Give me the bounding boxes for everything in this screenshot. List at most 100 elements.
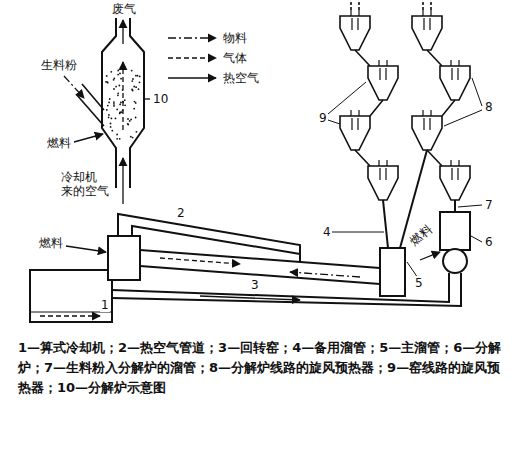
- drawing-circle: [115, 118, 117, 120]
- drawing-circle: [135, 117, 137, 119]
- drawing-circle: [119, 138, 121, 140]
- drawing-circle: [127, 124, 129, 126]
- drawing-circle: [131, 89, 133, 91]
- drawing-circle: [107, 105, 109, 107]
- drawing-circle: [443, 249, 467, 273]
- drawing-circle: [135, 86, 137, 88]
- drawing-rect: [108, 236, 140, 280]
- drawing-path: [454, 200, 456, 212]
- drawing-path: [160, 258, 240, 264]
- drawing-circle: [133, 108, 135, 110]
- drawing-circle: [117, 74, 119, 76]
- drawing-circle: [116, 138, 118, 140]
- flow-arrows: [40, 246, 440, 316]
- callout-number: 1: [100, 298, 110, 312]
- drawing-circle: [111, 118, 113, 120]
- callout-number: 8: [484, 100, 494, 114]
- drawing-circle: [131, 70, 133, 72]
- drawing-circle: [130, 119, 132, 121]
- drawing-circle: [116, 134, 118, 136]
- drawing-path: [122, 158, 123, 204]
- drawing-circle: [120, 78, 122, 80]
- drawing-path: [112, 273, 461, 306]
- drawing-path: [76, 84, 104, 126]
- drawing-circle: [135, 102, 137, 104]
- caption: 1—箅式冷却机；2—热空气管道；3—回转窑；4—备用溜管；5—主溜管；6—分解炉…: [18, 338, 508, 398]
- drawing-use: [440, 60, 470, 100]
- drawing-path: [458, 205, 482, 207]
- drawing-circle: [130, 136, 132, 138]
- drawing-circle: [108, 116, 110, 118]
- drawing-circle: [129, 120, 131, 122]
- drawing-circle: [108, 114, 110, 116]
- drawing-use: [340, 10, 370, 50]
- legend-text: 热空气: [222, 71, 260, 85]
- drawing-path: [118, 214, 300, 262]
- drawing-circle: [110, 71, 112, 73]
- drawing-g: [351, 2, 455, 166]
- drawing-circle: [107, 82, 109, 84]
- drawing-circle: [116, 109, 118, 111]
- drawing-circle: [139, 76, 141, 78]
- drawing-path: [66, 246, 106, 252]
- calciner-inset: [76, 18, 144, 188]
- drawing-path: [168, 77, 216, 78]
- fuel-label: 燃料: [407, 221, 436, 248]
- callout-number: 6: [484, 235, 494, 249]
- drawing-circle: [127, 118, 129, 120]
- legend-samples: [168, 38, 216, 78]
- callout-number: 5: [414, 276, 424, 290]
- drawing-circle: [113, 88, 115, 90]
- drawing-rect: [380, 248, 405, 296]
- drawing-circle: [106, 109, 108, 111]
- drawing-circle: [120, 102, 122, 104]
- drawing-use: [368, 160, 398, 200]
- drawing-path: [74, 134, 103, 142]
- drawing-circle: [139, 81, 141, 83]
- drawing-circle: [108, 102, 110, 104]
- drawing-use: [412, 10, 442, 50]
- callout-number: 3: [250, 278, 260, 292]
- preheater-towers: [340, 2, 470, 200]
- exhaust-label: 废气: [111, 2, 137, 16]
- callout-number: 2: [176, 206, 186, 220]
- drawing-path: [168, 37, 216, 38]
- drawing-circle: [119, 112, 121, 114]
- drawing-path: [122, 62, 123, 130]
- drawing-path: [168, 57, 216, 58]
- drawing-circle: [113, 101, 115, 103]
- drawing-use: [440, 160, 470, 200]
- drawing-path: [140, 250, 380, 284]
- drawing-path: [444, 78, 482, 126]
- drawing-rect: [440, 212, 470, 250]
- drawing-circle: [132, 90, 134, 92]
- drawing-circle: [137, 75, 139, 77]
- air-inlet-label: 冷却机 来的空气: [60, 170, 112, 198]
- drawing-circle: [115, 86, 117, 88]
- drawing-path: [420, 252, 440, 260]
- kiln-system: [30, 150, 470, 322]
- fuel-label: 燃料: [46, 136, 72, 150]
- drawing-circle: [119, 104, 121, 106]
- leader-lines: [328, 78, 482, 278]
- drawing-use: [412, 110, 442, 150]
- drawing-circle: [124, 99, 126, 101]
- drawing-path: [351, 2, 431, 10]
- legend-text: 气体: [222, 51, 248, 65]
- drawing-circle: [119, 73, 121, 75]
- callout-number: 9: [318, 111, 328, 125]
- drawing-path: [200, 296, 300, 300]
- drawing-circle: [109, 98, 111, 100]
- drawing-path: [355, 50, 383, 166]
- drawing-path: [427, 50, 455, 166]
- drawing-circle: [113, 79, 115, 81]
- drawing-circle: [117, 92, 119, 94]
- drawing-circle: [117, 94, 119, 96]
- drawing-rect: [30, 270, 112, 322]
- drawing-path: [290, 272, 360, 277]
- fuel-label: 燃料: [38, 236, 64, 250]
- drawing-path: [383, 200, 388, 248]
- drawing-circle: [106, 75, 108, 77]
- drawing-path: [332, 232, 384, 233]
- drawing-path: [102, 18, 116, 188]
